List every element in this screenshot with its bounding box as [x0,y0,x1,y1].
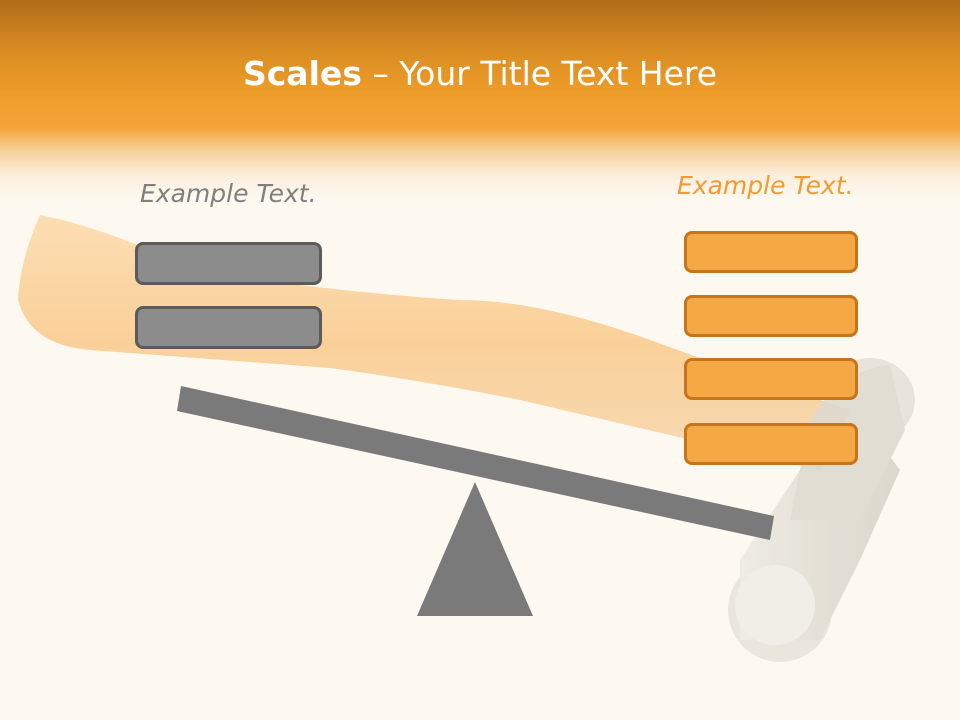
right-box-4[interactable] [684,423,858,465]
left-caption: Example Text. [140,179,317,208]
title-rest: – Your Title Text Here [361,54,718,93]
title-bold: Scales [242,54,362,93]
scale-fulcrum [417,482,533,616]
right-box-1[interactable] [684,231,858,273]
left-box-1[interactable] [135,242,322,285]
left-box-2[interactable] [135,306,322,349]
scale-beam [177,386,774,540]
right-box-3[interactable] [684,358,858,400]
slide-title: Scales – Your Title Text Here [0,52,960,96]
header-band [0,0,960,200]
right-caption: Example Text. [677,171,854,200]
right-box-2[interactable] [684,295,858,337]
